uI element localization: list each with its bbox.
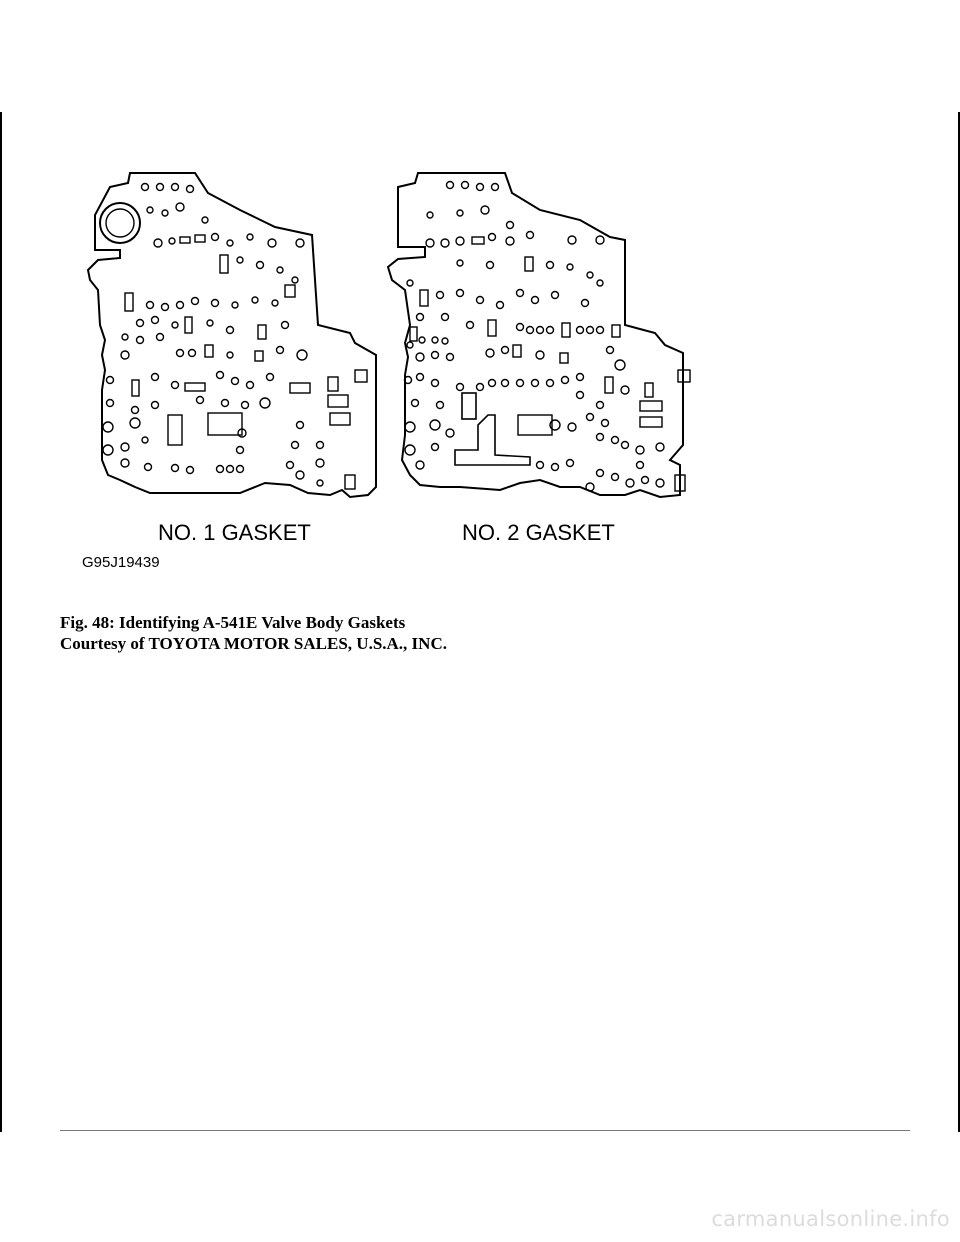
gasket-illustration: NO. 1 GASKET NO. 2 GASKET G95J19439 [82,172,691,571]
gasket-figure: NO. 1 GASKET NO. 2 GASKET G95J19439 [80,165,730,575]
page-border-left [0,112,2,1132]
footer-rule [60,1130,910,1131]
no2-gasket-label: NO. 2 GASKET [462,520,615,545]
figure-reference-code: G95J19439 [82,554,160,571]
no1-gasket-holes [102,182,368,490]
figure-caption: Fig. 48: Identifying A-541E Valve Body G… [60,612,940,654]
no2-gasket-drawing [386,172,684,499]
page-border-right [958,112,960,1132]
no1-gasket-drawing [86,172,377,499]
no2-gasket-holes [403,180,691,492]
caption-courtesy: Courtesy of TOYOTA MOTOR SALES, U.S.A., … [60,634,447,653]
caption-title: Fig. 48: Identifying A-541E Valve Body G… [60,613,406,632]
site-watermark: carmanualsonline.info [711,1207,950,1231]
no1-gasket-label: NO. 1 GASKET [158,520,311,545]
